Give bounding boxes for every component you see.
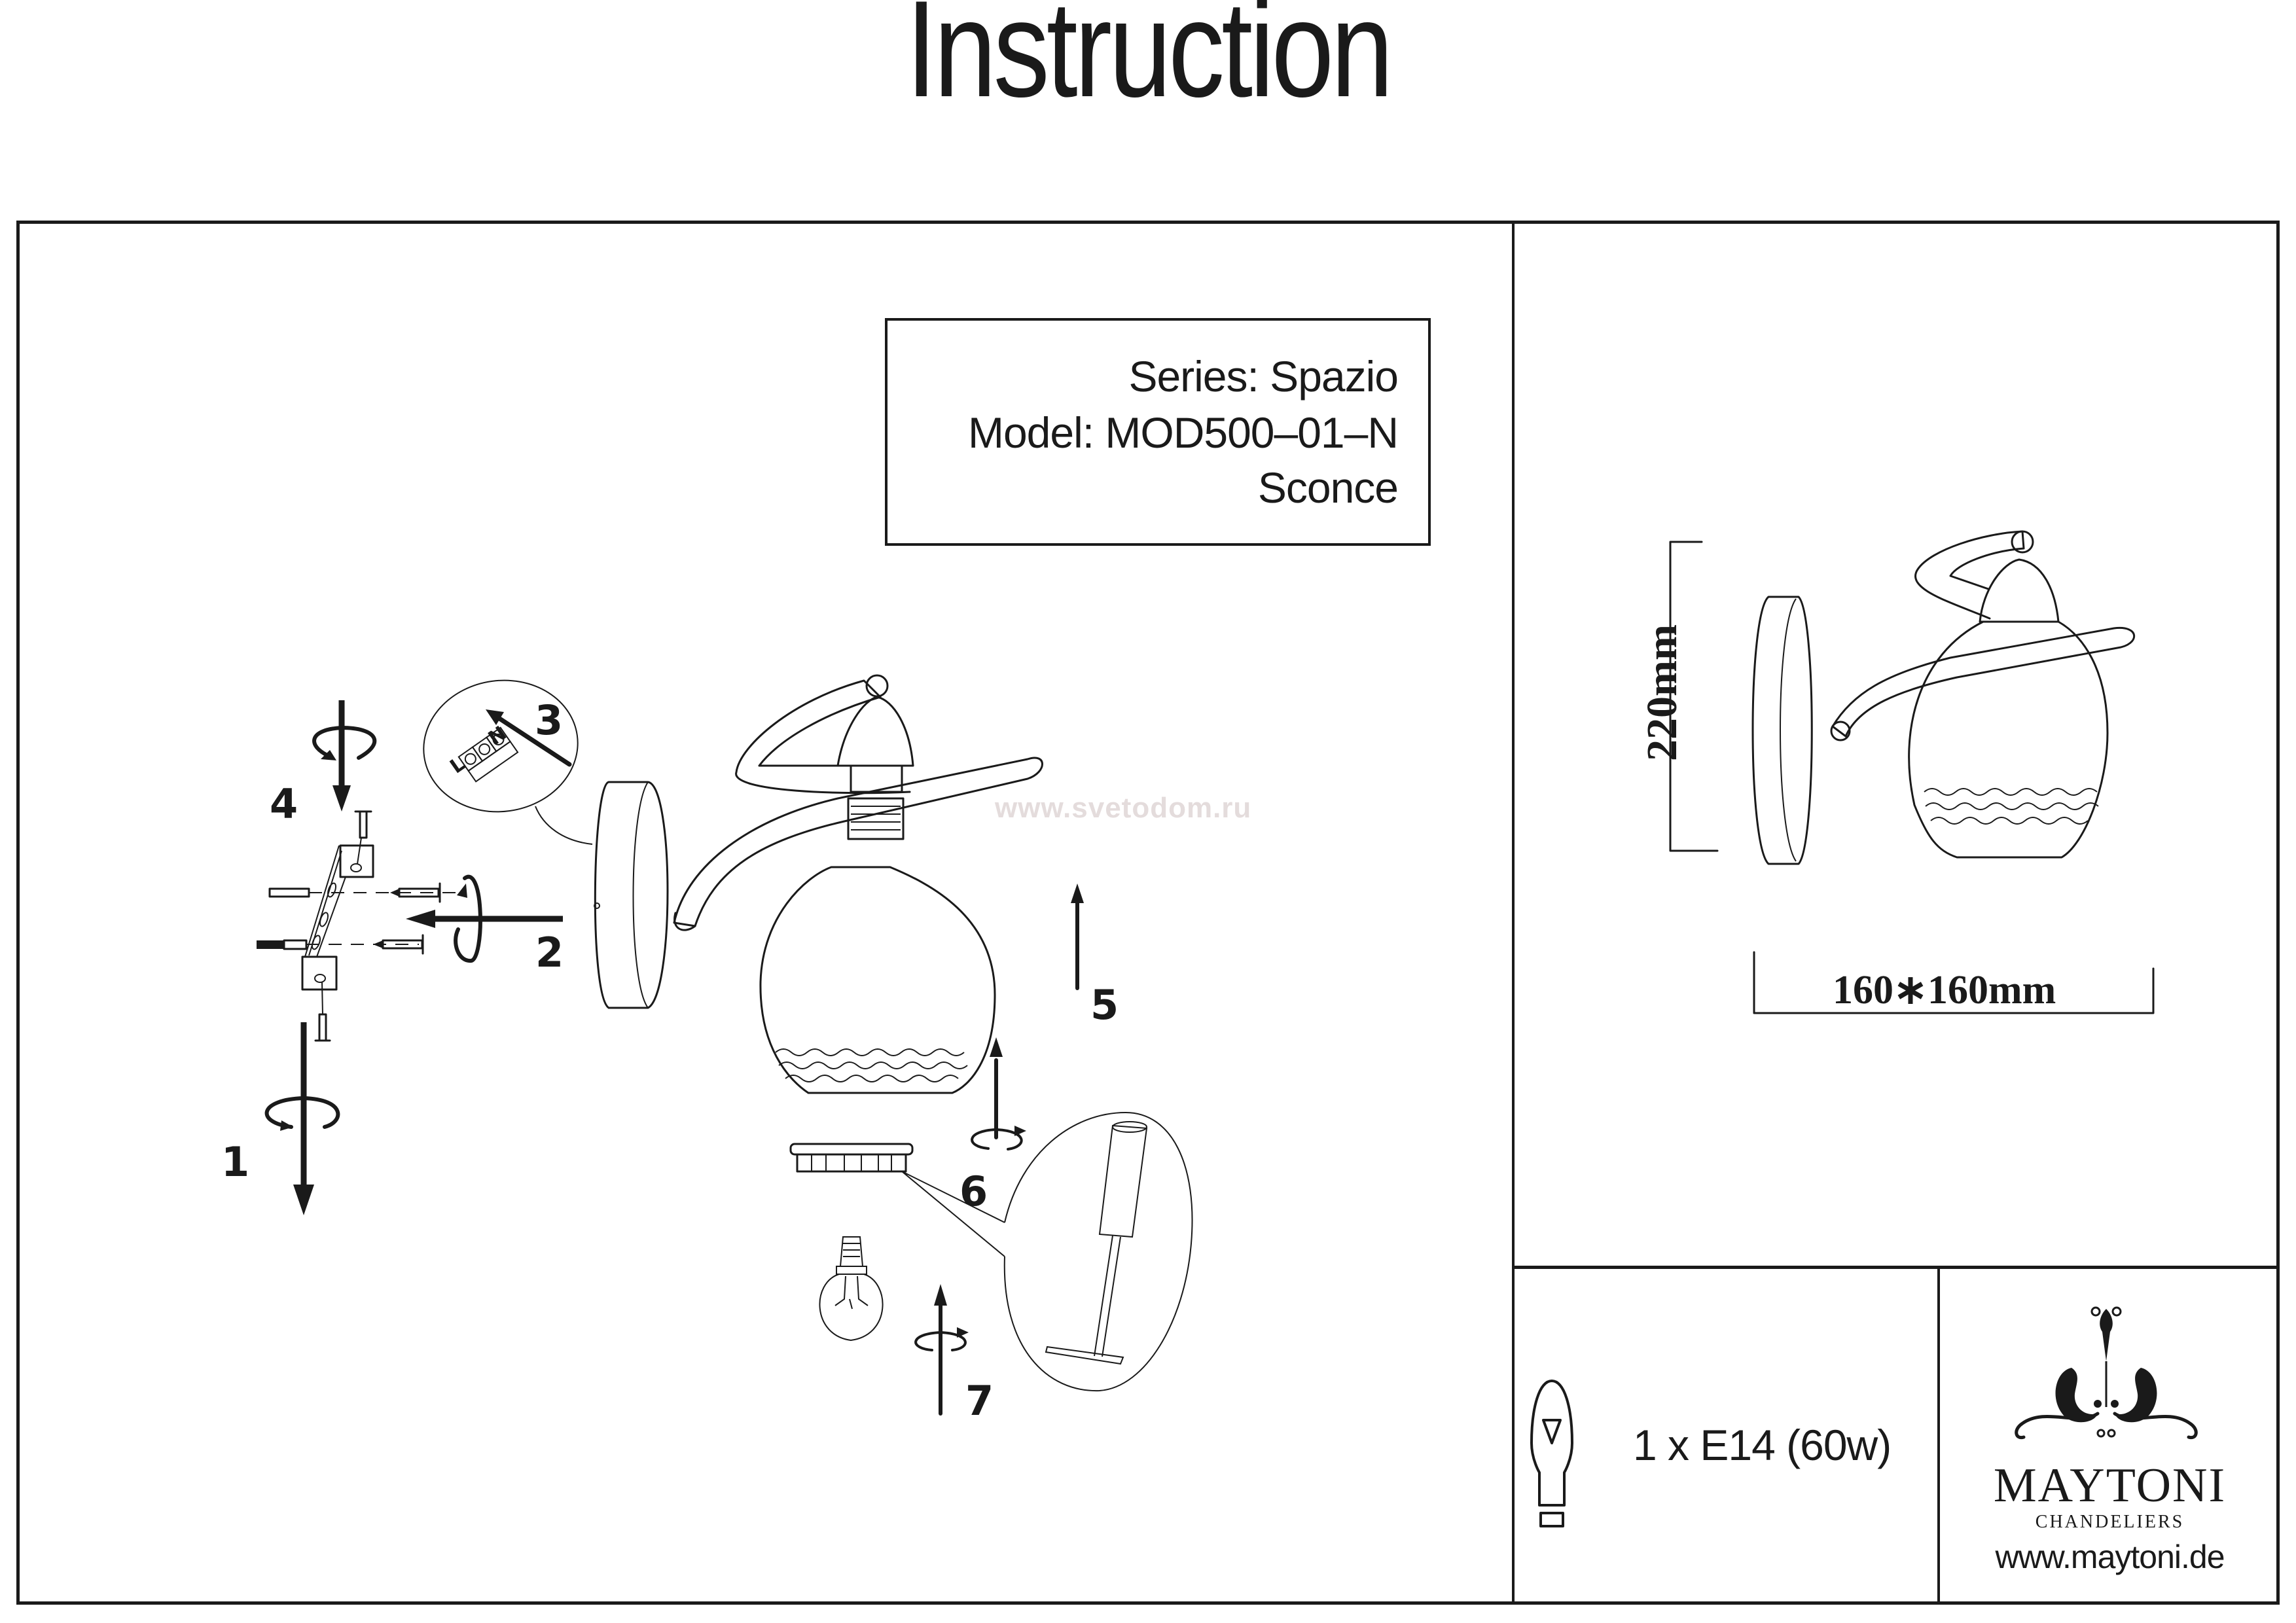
sconce-arm-icon <box>673 674 1043 931</box>
step-5-label: 5 <box>1090 981 1119 1029</box>
step-1-label: 1 <box>221 1138 250 1186</box>
screw-bottom-icon <box>314 981 331 1042</box>
step-6-label: 6 <box>960 1168 988 1215</box>
outer-frame <box>16 221 2280 1605</box>
series-label: Series: Spazio <box>1128 352 1399 401</box>
socket-detail-callout <box>901 1111 1193 1392</box>
bulb-spec-text: 1 x E14 (60w) <box>1633 1421 1892 1469</box>
step-3-label: 3 <box>535 696 564 744</box>
panel-divider-vertical <box>1512 221 1515 1605</box>
screw-top-icon <box>354 810 372 865</box>
step-2-arrow-icon <box>406 874 563 963</box>
wall-plate-icon <box>594 781 669 1009</box>
width-dimension-label: 160∗160mm <box>1833 968 2056 1012</box>
dimension-drawing <box>1669 530 2155 1014</box>
screw-upper-icon <box>390 882 441 903</box>
brand-website-link[interactable]: www.maytoni.de <box>1995 1539 2225 1575</box>
light-bulb-icon <box>1530 1380 1573 1527</box>
step-7-arrow-icon <box>914 1284 969 1416</box>
wall-plug-lower-icon <box>257 939 419 950</box>
watermark: www.svetodom.ru <box>995 792 1252 824</box>
glass-shade-icon <box>759 866 996 1094</box>
brand-tagline: CHANDELIERS <box>2035 1512 2185 1532</box>
mounting-bracket-icon <box>301 844 374 991</box>
step-5-arrow-icon <box>1071 883 1084 990</box>
height-dimension-label: 220mm <box>1638 624 1686 761</box>
chandelier-ornament-icon <box>2015 1306 2198 1440</box>
logo-panel-divider <box>1937 1266 1940 1605</box>
shade-ring-icon <box>789 1143 914 1173</box>
wall-plug-upper-icon <box>268 887 458 898</box>
brand-name: MAYTONI <box>1993 1459 2227 1512</box>
model-label: Model: MOD500–01–N <box>967 408 1399 457</box>
light-bulb-illustration <box>819 1236 884 1342</box>
spec-box: Series: Spazio Model: MOD500–01–N Sconce <box>885 318 1431 546</box>
product-type-label: Sconce <box>1257 463 1399 512</box>
step-1-arrow-icon <box>264 1022 340 1215</box>
step-4-arrow-icon <box>312 700 377 812</box>
step-7-label: 7 <box>965 1377 994 1425</box>
screw-lower-icon <box>373 934 424 955</box>
wiring-detail-callout <box>423 679 593 845</box>
page-title: Instruction <box>905 0 1393 126</box>
lamp-holder-icon <box>836 696 914 840</box>
panel-divider-horizontal <box>1512 1266 2280 1269</box>
step-2-label: 2 <box>535 929 564 976</box>
step-4-label: 4 <box>270 780 298 828</box>
step-6-arrow-icon <box>971 1037 1026 1150</box>
